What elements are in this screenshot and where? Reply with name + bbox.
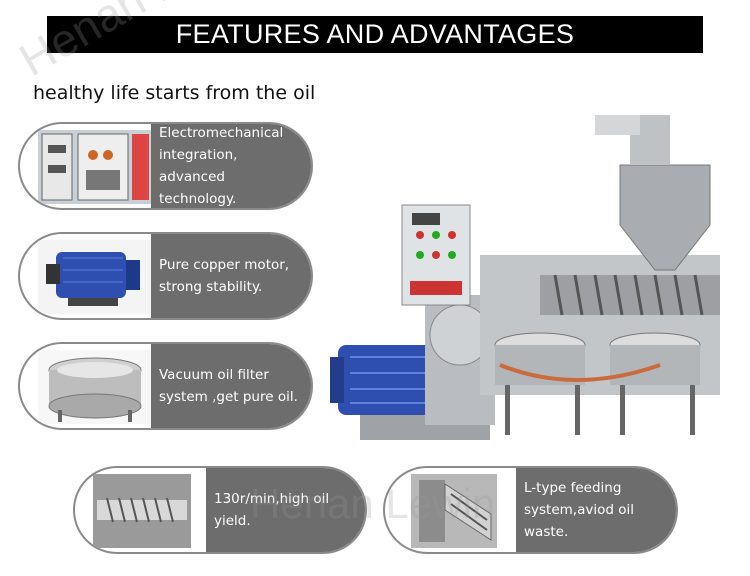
header-banner: FEATURES AND ADVANTAGES: [47, 16, 703, 53]
feature-card-screw-speed: 130r/min,high oil yield.: [73, 466, 367, 554]
feature-text: L-type feeding system,aviod oil waste.: [516, 468, 676, 552]
subtitle: healthy life starts from the oil: [33, 82, 316, 104]
vacuum-filter-image: [38, 350, 153, 424]
feeding-system-image: [411, 474, 497, 548]
control-panel-image: [38, 130, 153, 204]
feature-text: Vacuum oil filter system ,get pure oil.: [151, 344, 311, 428]
feature-card-l-type-feeding: L-type feeding system,aviod oil waste.: [383, 466, 678, 554]
oil-press-machine-image: [330, 115, 720, 440]
screw-shaft-image: [93, 474, 191, 548]
header-title: FEATURES AND ADVANTAGES: [175, 19, 575, 49]
feature-text: Pure copper motor, strong stability.: [151, 234, 311, 318]
feature-text: 130r/min,high oil yield.: [206, 468, 365, 552]
feature-card-electromechanical: Electromechanical integration, advanced …: [18, 122, 313, 210]
motor-image: [38, 240, 153, 314]
feature-text: Electromechanical integration, advanced …: [151, 124, 311, 208]
feature-card-motor: Pure copper motor, strong stability.: [18, 232, 313, 320]
feature-card-vacuum-filter: Vacuum oil filter system ,get pure oil.: [18, 342, 313, 430]
